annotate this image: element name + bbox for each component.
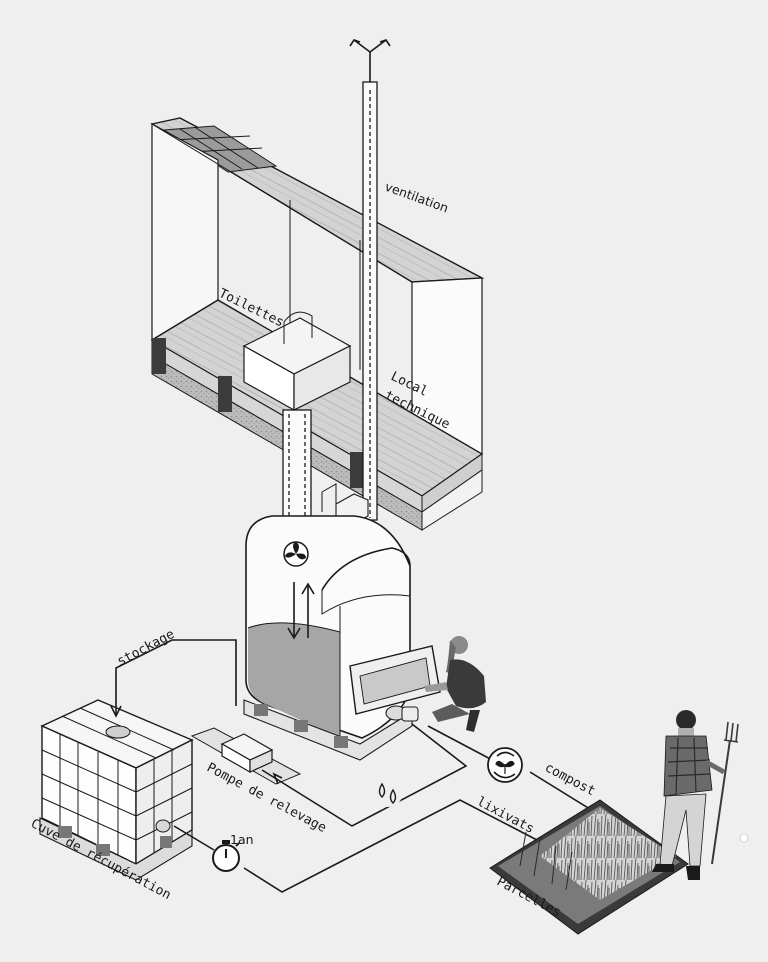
fan-icon [283, 541, 309, 567]
drain-valve [385, 705, 419, 722]
label-lixivats: lixivats [474, 794, 536, 837]
recycle-plant-icon [487, 747, 523, 783]
label-stockage: stockage [115, 627, 177, 670]
vent-arrows-icon [349, 39, 391, 82]
stopwatch-icon [212, 840, 240, 872]
water-drops-icon [373, 777, 403, 807]
label-timer-annotation: 1an [230, 832, 254, 847]
label-compost: compost [542, 760, 597, 799]
toilet-cabin [150, 117, 485, 531]
toilet-seat-box [242, 311, 352, 412]
tank-pallet [243, 699, 413, 761]
airflow-arrows-icon [287, 582, 315, 640]
lift-pump [190, 727, 302, 785]
label-ventilation: ventilation [383, 179, 451, 216]
farmer-with-pitchfork [652, 710, 739, 880]
garden-plot [489, 799, 689, 935]
compost-fill [248, 622, 340, 738]
ibc-storage-tank [39, 699, 194, 881]
tall-grass [540, 808, 676, 900]
person-kneeling [424, 636, 486, 732]
compost-tank [243, 515, 441, 761]
